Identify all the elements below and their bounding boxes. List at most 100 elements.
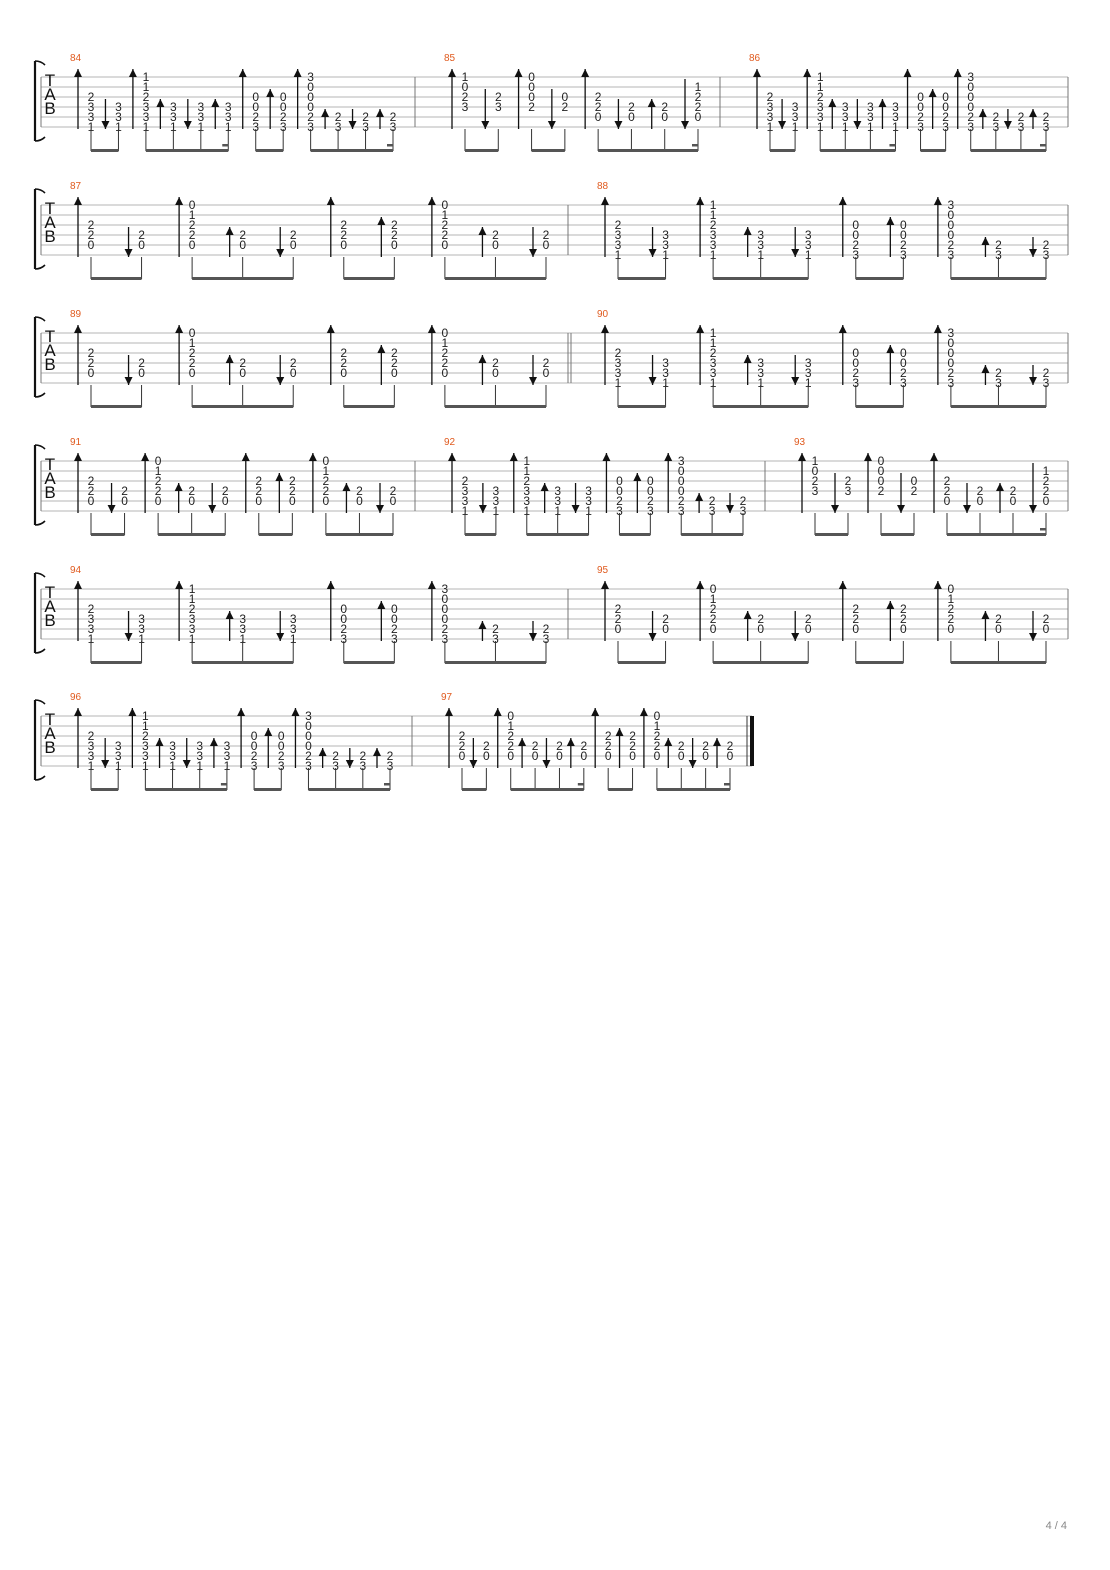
fret-number: 2 [155,474,162,488]
beam [192,277,294,280]
strum-down-arrow [791,249,800,257]
fret-number: 0 [948,218,955,232]
fret-number: 3 [225,110,232,124]
fret-number: 2 [290,356,297,370]
fret-number: 1 [189,592,196,606]
strum-up-arrow [326,197,335,205]
tab-clef-letter: A [44,597,56,616]
fret-number: 2 [222,484,229,498]
beam [145,149,229,152]
fret-number: 2 [307,110,314,124]
fret-number: 2 [340,228,347,242]
fret-number: 1 [615,248,622,262]
fret-number: 3 [757,356,764,370]
fret-number: 2 [492,228,499,242]
fret-number: 2 [442,622,449,636]
fret-number: 3 [709,504,716,518]
fret-number: 2 [615,218,622,232]
strum-up-arrow [591,708,600,716]
strum-up-arrow [696,581,705,589]
sixteenth-flag [387,144,393,147]
fret-number: 2 [900,238,907,252]
fret-number: 0 [528,70,535,84]
fret-number: 2 [88,474,95,488]
fret-number: 3 [948,326,955,340]
sixteenth-flag [1040,144,1046,147]
fret-number: 3 [189,612,196,626]
strum-down-arrow [101,760,110,768]
fret-number: 2 [239,356,246,370]
fret-number: 2 [845,474,852,488]
fret-number: 2 [251,749,258,763]
fret-number: 1 [1043,464,1050,478]
fret-number: 0 [900,356,907,370]
fret-number: 1 [710,326,717,340]
fret-number: 2 [528,100,535,114]
fret-number: 0 [647,484,654,498]
strum-up-arrow [933,581,942,589]
fret-number: 0 [442,326,449,340]
fret-number: 3 [340,632,347,646]
fret-number: 0 [654,749,661,763]
fret-number: 2 [459,729,466,743]
fret-number: 0 [138,238,145,252]
strum-down-arrow [276,249,285,257]
fret-number: 0 [528,90,535,104]
beam [598,149,698,152]
fret-number: 2 [1043,484,1050,498]
strum-up-arrow [743,355,752,363]
fret-number: 2 [944,484,951,498]
tab-clef-letter: A [44,213,56,232]
strum-up-arrow [933,197,942,205]
fret-number: 0 [442,592,449,606]
fret-number: 3 [615,238,622,252]
beam [462,788,487,791]
fret-number: 0 [88,366,95,380]
beam [713,277,809,280]
fret-number: 2 [390,484,397,498]
fret-number: 0 [462,80,469,94]
fret-number: 2 [255,484,262,498]
fret-number: 3 [239,622,246,636]
fret-number: 0 [442,612,449,626]
fret-number: 0 [189,198,196,212]
fret-number: 3 [616,504,623,518]
strum-up-arrow [373,748,381,756]
strum-up-arrow [264,728,273,736]
beam [815,533,848,536]
fret-number: 0 [556,749,563,763]
fret-number: 3 [852,248,859,262]
strum-up-arrow [74,581,82,589]
fret-number: 2 [917,110,924,124]
beam [343,277,395,280]
fret-number: 3 [493,484,500,498]
fret-number: 2 [495,90,502,104]
fret-number: 3 [817,110,824,124]
fret-number: 3 [138,622,145,636]
beam [465,533,496,536]
fret-number: 1 [710,592,717,606]
fret-number: 0 [290,238,297,252]
fret-number: 3 [554,484,561,498]
fret-number: 1 [767,120,774,134]
fret-number: 2 [305,749,312,763]
strum-up-arrow [427,197,436,205]
fret-number: 2 [629,729,636,743]
strum-down-arrow [897,505,905,513]
fret-number: 1 [695,80,702,94]
fret-number: 0 [595,110,602,124]
fret-number: 3 [900,376,907,390]
fret-number: 0 [678,484,685,498]
fret-number: 2 [189,346,196,360]
strum-up-arrow [478,355,487,363]
fret-number: 2 [323,474,330,488]
strum-up-arrow [342,483,351,491]
fret-number: 3 [196,739,203,753]
bracket-top-hook [34,188,46,194]
fret-number: 0 [340,612,347,626]
fret-number: 2 [647,494,654,508]
tab-clef-letter: T [45,710,55,729]
fret-number: 0 [442,238,449,252]
fret-number: 2 [852,366,859,380]
strum-up-arrow [864,453,872,461]
